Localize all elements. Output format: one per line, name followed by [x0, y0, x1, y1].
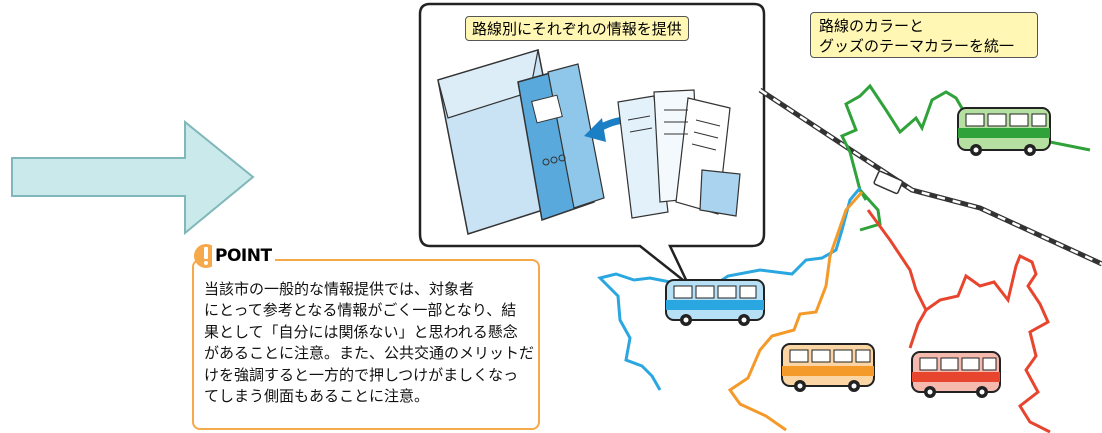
caption-line-2: グッズのテーマカラーを統一: [819, 37, 1015, 55]
point-line: けを強調すると一方的で押しつけがましくなっ: [204, 365, 519, 384]
caption-line-1: 路線のカラーと: [819, 17, 925, 35]
point-line: 果として「自分には関係ない」と思われる懸念: [204, 322, 518, 341]
bus-icon-blue: [665, 279, 765, 326]
orange-route: [727, 191, 864, 432]
point-text: 当該市の一般的な情報提供では、対象者 にとって参考となる情報がごく一部となり、結…: [204, 279, 534, 407]
brochure-icon: [617, 89, 741, 219]
bus-icon-green: [957, 107, 1051, 156]
route-map: [597, 83, 1102, 433]
right-arrow: [11, 120, 255, 235]
point-line: にとって参考となる情報がごく一部となり、結: [204, 301, 517, 320]
route-color-caption: 路線のカラーと グッズのテーマカラーを統一: [810, 12, 1038, 58]
railway-line: [758, 87, 1102, 267]
point-line: 当該市の一般的な情報提供では、対象者: [204, 280, 475, 298]
train-icon: [873, 170, 904, 195]
brochure-icon: [437, 49, 605, 235]
point-line: てしまう側面もあることに注意。: [204, 387, 430, 406]
info-bubble: [418, 2, 766, 285]
bus-icon-orange: [781, 343, 875, 392]
red-route: [866, 209, 1051, 433]
point-label: POINT: [212, 246, 275, 266]
bubble-title: 路線別にそれぞれの情報を提供: [465, 16, 689, 41]
point-box: [192, 259, 540, 430]
bus-icon-red: [911, 351, 1001, 398]
point-line: があることに注意。また、公共交通のメリットだ: [204, 344, 535, 363]
